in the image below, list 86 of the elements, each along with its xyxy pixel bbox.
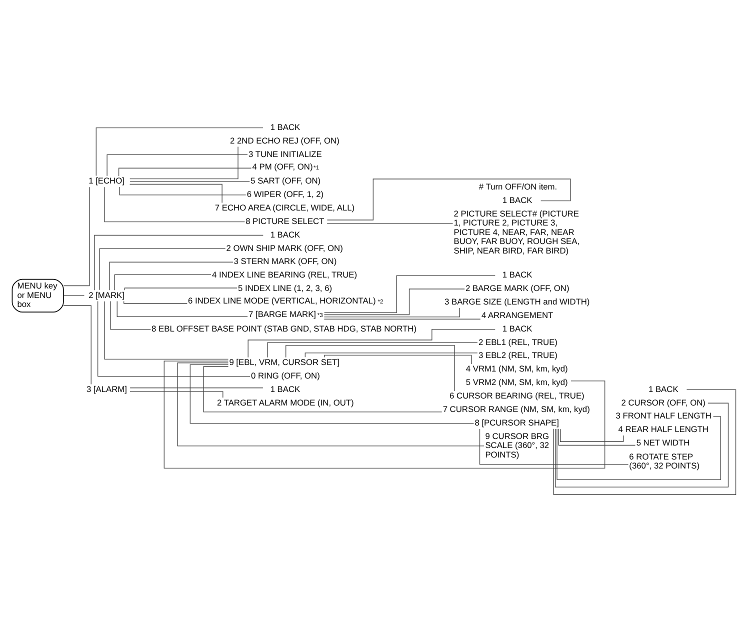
connector [554,402,729,488]
connector [130,146,238,180]
node-text: 7 ECHO AREA (CIRCLE, WIDE, ALL) [214,202,355,212]
connector [63,295,85,296]
connector [248,328,496,358]
node-text: 8 EBL OFFSET BASE POINT (STAB GND, STAB HDG, STAB NORTH) [152,323,417,334]
node-text: 8 [PCURSOR SHAPE] [474,417,559,428]
connector [324,308,460,318]
connector [99,248,226,290]
node-text: 4 ARRANGEMENT [481,310,554,320]
connector [110,300,151,330]
node-text: 1 [ECHO] [88,176,124,186]
connector [124,288,238,290]
connector [124,300,188,304]
node-text: 8 PICTURE SELECT [246,216,324,226]
node-text: 6 WIPER (OFF, 1, 2) [246,189,324,200]
node-text: 2 2ND ECHO REJ (OFF, ON) [230,135,340,146]
node-text: 2 PICTURE SELECT# (PICTURE 1, PICTURE 2, PICTURE 3, PICTURE 4, NEAR, FAR, NEAR BUOY, FAR BUOY, ROUGH SEA, SHIP, NEAR BIRD, FAR BIRD) [454,208,580,256]
node-text: 5 SART (OFF, ON) [250,176,321,186]
connector [324,354,472,364]
connector [203,366,442,412]
connector [94,234,264,290]
connector [104,186,246,222]
connector [96,127,264,176]
node-text: 6 CURSOR BEARING (REL, TRUE) [450,390,584,401]
node-text: 5 NET WIDTH [636,438,690,448]
connector [190,364,474,424]
node-text: 2 OWN SHIP MARK (OFF, ON) [226,242,343,253]
node-text: 9 [EBL, VRM, CURSOR SET] [229,356,340,367]
node-text: 3 BARGE SIZE (LENGTH and WIDTH) [444,296,590,307]
connector [106,154,248,176]
node-text: 3 [ALARM] [86,384,127,394]
connector [109,262,234,290]
node-text: 7 CURSOR RANGE (NM, SM, km, kyd) [442,404,590,414]
node-text: 9 CURSOR BRG SCALE (360°, 32 POINTS) [485,430,550,460]
node-text: 1 BACK [270,229,300,240]
connector [558,428,636,446]
connector [267,342,478,358]
node-text: 5 VRM2 (NM, SM, km, kyd) [466,377,568,388]
node-text: 4 VRM1 (NM, SM, km, kyd) [466,364,568,374]
connector [479,428,629,465]
connector [98,300,250,377]
connector [326,178,571,220]
node-text: 5 INDEX LINE (1, 2, 3, 6) [238,283,332,294]
connector [119,186,246,196]
node-box: MENU key or MENU box [12,278,64,312]
connector [130,391,224,398]
connector [556,416,722,480]
node-text: 1 BACK [502,194,532,205]
connector [286,345,455,392]
connector [560,428,624,442]
label: # Turn OFF/ON item. [478,182,558,192]
node-text: 6 ROTATE STEP (360°, 32 POINTS) [629,451,700,471]
node-text: 2 BARGE MARK (OFF, ON) [465,283,570,294]
node-text: 4 REAR HALF LENGTH [618,424,709,434]
node-text: 2 [MARK] [88,290,124,300]
node-text: 2 EBL1 (REL, TRUE) [478,336,558,347]
connector [129,184,222,204]
node-text: 4 INDEX LINE BEARING (REL, TRUE) [212,270,358,280]
node-text: 1 BACK [648,384,678,394]
connector [63,186,90,286]
node-text: 1 BACK [502,270,532,280]
connector [164,360,606,469]
connector [114,274,212,291]
connector [324,275,496,313]
connector [304,352,478,358]
connector [116,300,248,318]
node-text: 3 EBL2 (REL, TRUE) [478,350,558,360]
connector [553,389,736,495]
connector [324,318,481,320]
connector [118,168,252,176]
node-text: 1 BACK [270,122,300,132]
node-text: 3 STERN MARK (OFF, ON) [234,256,337,266]
connector [130,181,250,182]
node-text: 1 BACK [502,323,532,334]
node-text: 3 TUNE INITIALIZE [248,148,322,159]
node-text: 1 BACK [270,384,300,394]
connector [104,301,229,360]
connector [324,288,465,316]
connector [177,362,484,446]
node-text: 0 RING (OFF, ON) [251,370,320,380]
node-text: 2 CURSOR (OFF, ON) [621,397,706,408]
connector [326,223,454,224]
node-text: 3 FRONT HALF LENGTH [616,410,712,421]
node-text: 2 TARGET ALARM MODE (IN, OUT) [217,397,354,408]
connector [63,305,92,385]
